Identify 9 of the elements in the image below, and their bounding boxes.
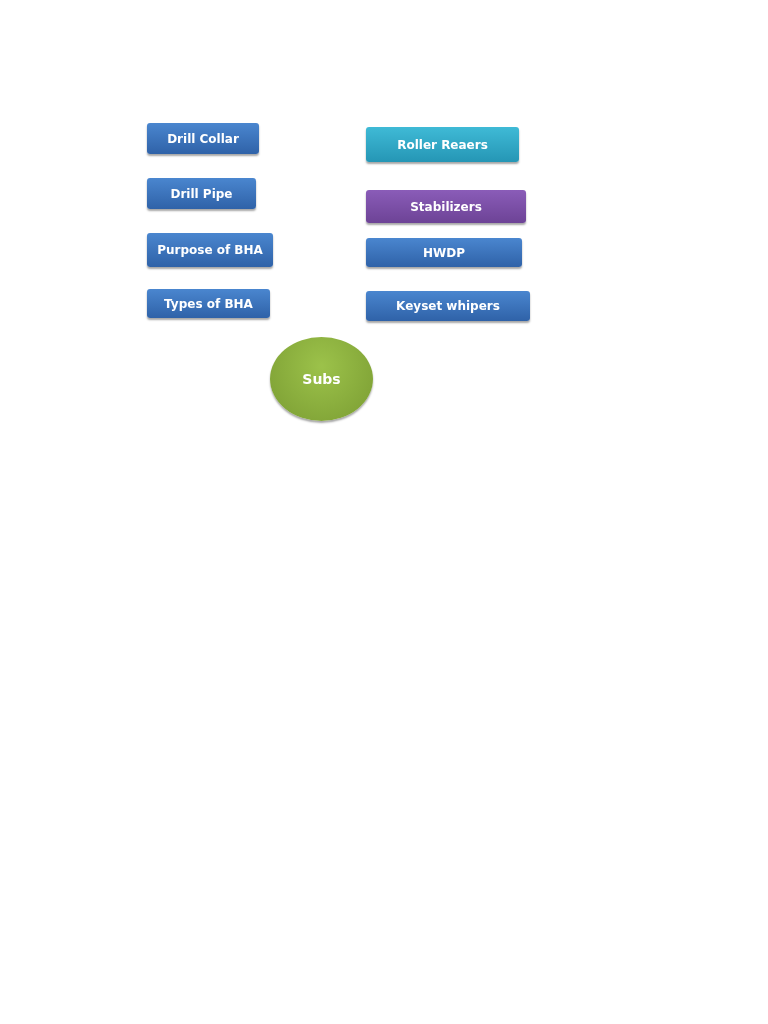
- process-box: HWDP: [366, 238, 522, 267]
- process-box: Roller Reaers: [366, 127, 519, 162]
- ellipse-node: Subs: [270, 337, 373, 421]
- process-box: Purpose of BHA: [147, 233, 273, 267]
- process-box: Types of BHA: [147, 289, 270, 318]
- process-box: Stabilizers: [366, 190, 526, 223]
- process-box: Keyset whipers: [366, 291, 530, 321]
- process-box: Drill Pipe: [147, 178, 256, 209]
- process-box: Drill Collar: [147, 123, 259, 154]
